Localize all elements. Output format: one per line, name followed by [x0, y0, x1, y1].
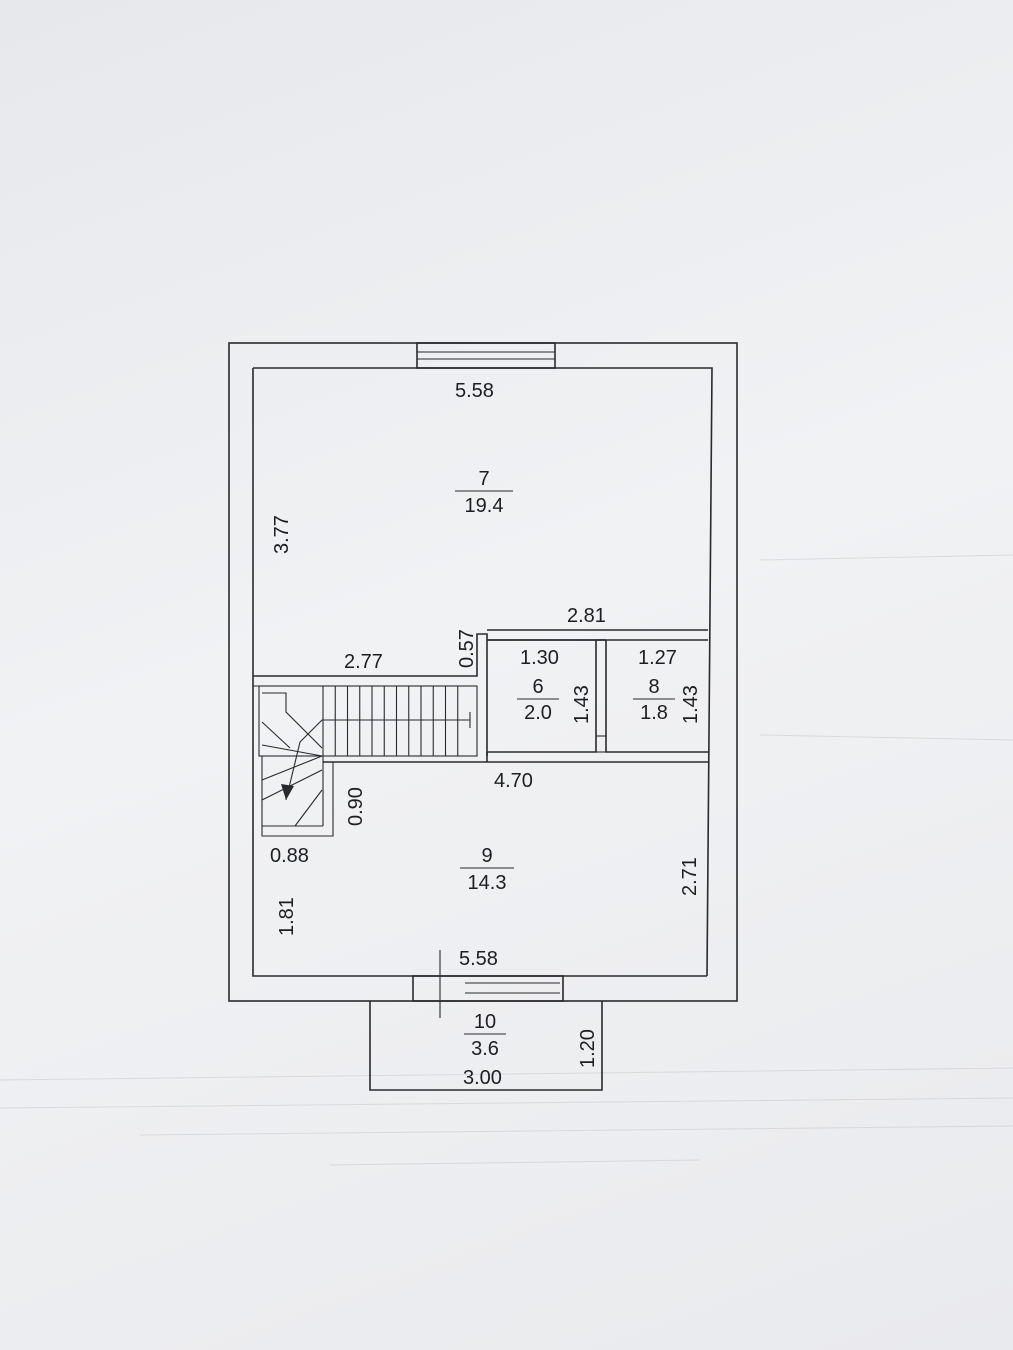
- dim-stair-landing-h: 0.90: [345, 787, 367, 826]
- room-10-number: 10: [474, 1011, 496, 1033]
- room-7-label: 7 19.4: [455, 468, 513, 517]
- dim-room7-height: 3.77: [271, 515, 293, 554]
- top-window: [416, 342, 556, 369]
- dim-stair-landing-w: 0.88: [270, 845, 309, 867]
- dim-balcony-width: 3.00: [463, 1067, 502, 1089]
- room-10-area: 3.6: [471, 1038, 499, 1060]
- room-6-number: 6: [532, 676, 543, 698]
- dim-closets-width: 2.81: [567, 605, 606, 627]
- room-8-area: 1.8: [640, 702, 668, 724]
- room-7-area: 19.4: [465, 495, 504, 517]
- balcony: [369, 1001, 603, 1091]
- outer-walls: [228, 342, 738, 1002]
- room-6-area: 2.0: [524, 702, 552, 724]
- dim-stair-length: 2.77: [344, 651, 383, 673]
- room-10-label: 10 3.6: [464, 1011, 506, 1060]
- room-8-label: 8 1.8: [633, 676, 675, 724]
- dimensions: 5.58 3.77 0.57 2.77 2.81 1.30 1.43 1.27 …: [270, 380, 702, 1089]
- dim-stair-step: 0.57: [456, 629, 478, 668]
- dim-bottom-width: 5.58: [459, 948, 498, 970]
- staircase: [258, 685, 478, 837]
- dim-room8-width: 1.27: [638, 647, 677, 669]
- dim-room8-height: 1.43: [680, 685, 702, 724]
- room-9-number: 9: [481, 845, 492, 867]
- dim-top-width: 5.58: [455, 380, 494, 402]
- room-8-number: 8: [648, 676, 659, 698]
- dim-room6-width: 1.30: [520, 647, 559, 669]
- room-6-label: 6 2.0: [517, 676, 559, 724]
- dim-room9-height: 2.71: [679, 857, 701, 896]
- room-7-number: 7: [478, 468, 489, 490]
- room-9-area: 14.3: [468, 872, 507, 894]
- dim-room9-left-h: 1.81: [276, 897, 298, 936]
- dim-room9-width: 4.70: [494, 770, 533, 792]
- room-9-label: 9 14.3: [460, 845, 514, 894]
- dim-room6-height: 1.43: [571, 685, 593, 724]
- dim-balcony-depth: 1.20: [577, 1029, 599, 1068]
- bottom-window: [412, 950, 564, 1018]
